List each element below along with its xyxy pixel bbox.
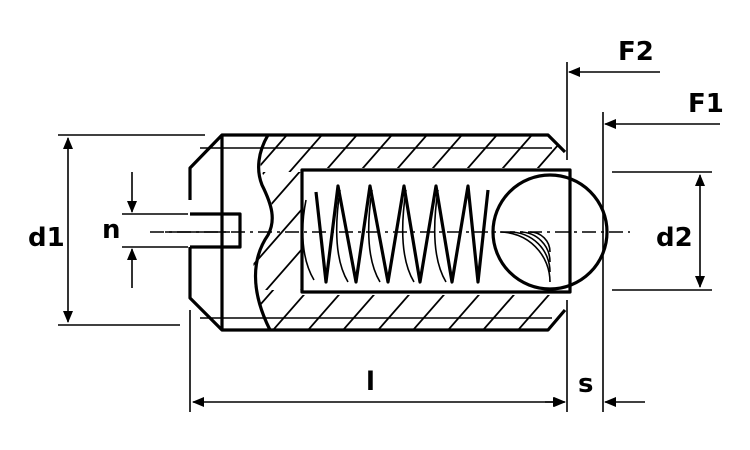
label-d1: d1 [28, 223, 65, 253]
dimension-l [189, 300, 568, 412]
section-hatching-left [253, 172, 302, 290]
force-f1 [602, 112, 720, 412]
label-n: n [102, 215, 121, 245]
dimension-d2 [612, 171, 712, 291]
spring [301, 184, 490, 284]
label-l: l [366, 367, 375, 397]
section-hatching-top [260, 135, 565, 172]
label-f2: F2 [618, 37, 654, 67]
dimension-d1 [58, 134, 205, 326]
section-hatching-bottom [260, 290, 565, 330]
force-f2 [566, 62, 660, 160]
dimension-n [122, 172, 188, 288]
label-d2: d2 [656, 223, 693, 253]
label-f1: F1 [688, 89, 724, 119]
label-s: s [578, 369, 593, 399]
housing-body [165, 133, 572, 332]
